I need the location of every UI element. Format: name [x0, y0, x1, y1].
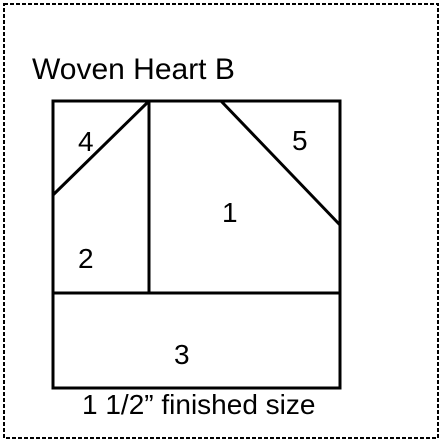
- piece-label-5: 5: [292, 125, 308, 156]
- piece-label-3: 3: [174, 339, 190, 370]
- pattern-title: Woven Heart B: [32, 53, 235, 86]
- block-outline: [51, 99, 342, 390]
- seam-diagonal-piece-5: [219, 99, 342, 227]
- piece-label-2: 2: [78, 243, 94, 274]
- finished-size-caption: 1 1/2” finished size: [82, 389, 315, 420]
- piece-label-1: 1: [222, 197, 238, 228]
- dashed-cut-border: [3, 3, 439, 439]
- piece-label-4: 4: [78, 126, 94, 157]
- seam-diagonal-piece-4: [51, 99, 151, 197]
